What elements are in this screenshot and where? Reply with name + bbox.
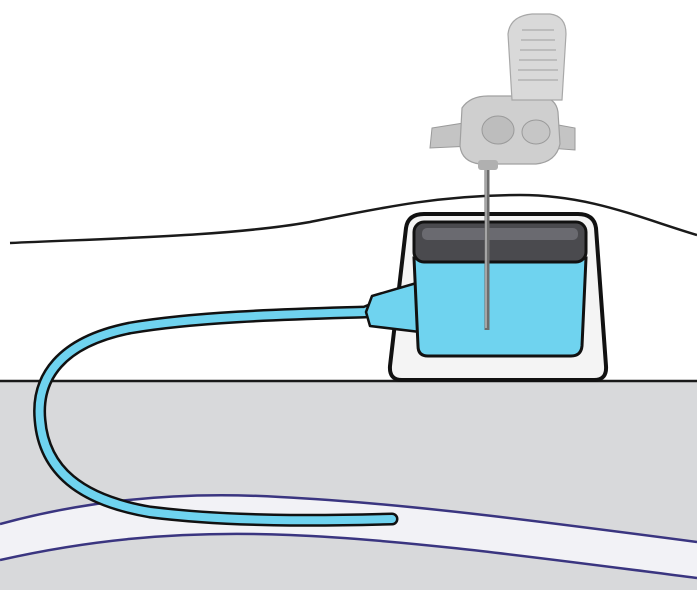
needle-hub-knob-right [522,120,550,144]
needle-grip-tab [508,14,566,100]
needle-hub-base [478,160,498,170]
port-reservoir [414,258,586,356]
needle-hub-knob [482,116,514,144]
port-septum-highlight [422,228,578,240]
